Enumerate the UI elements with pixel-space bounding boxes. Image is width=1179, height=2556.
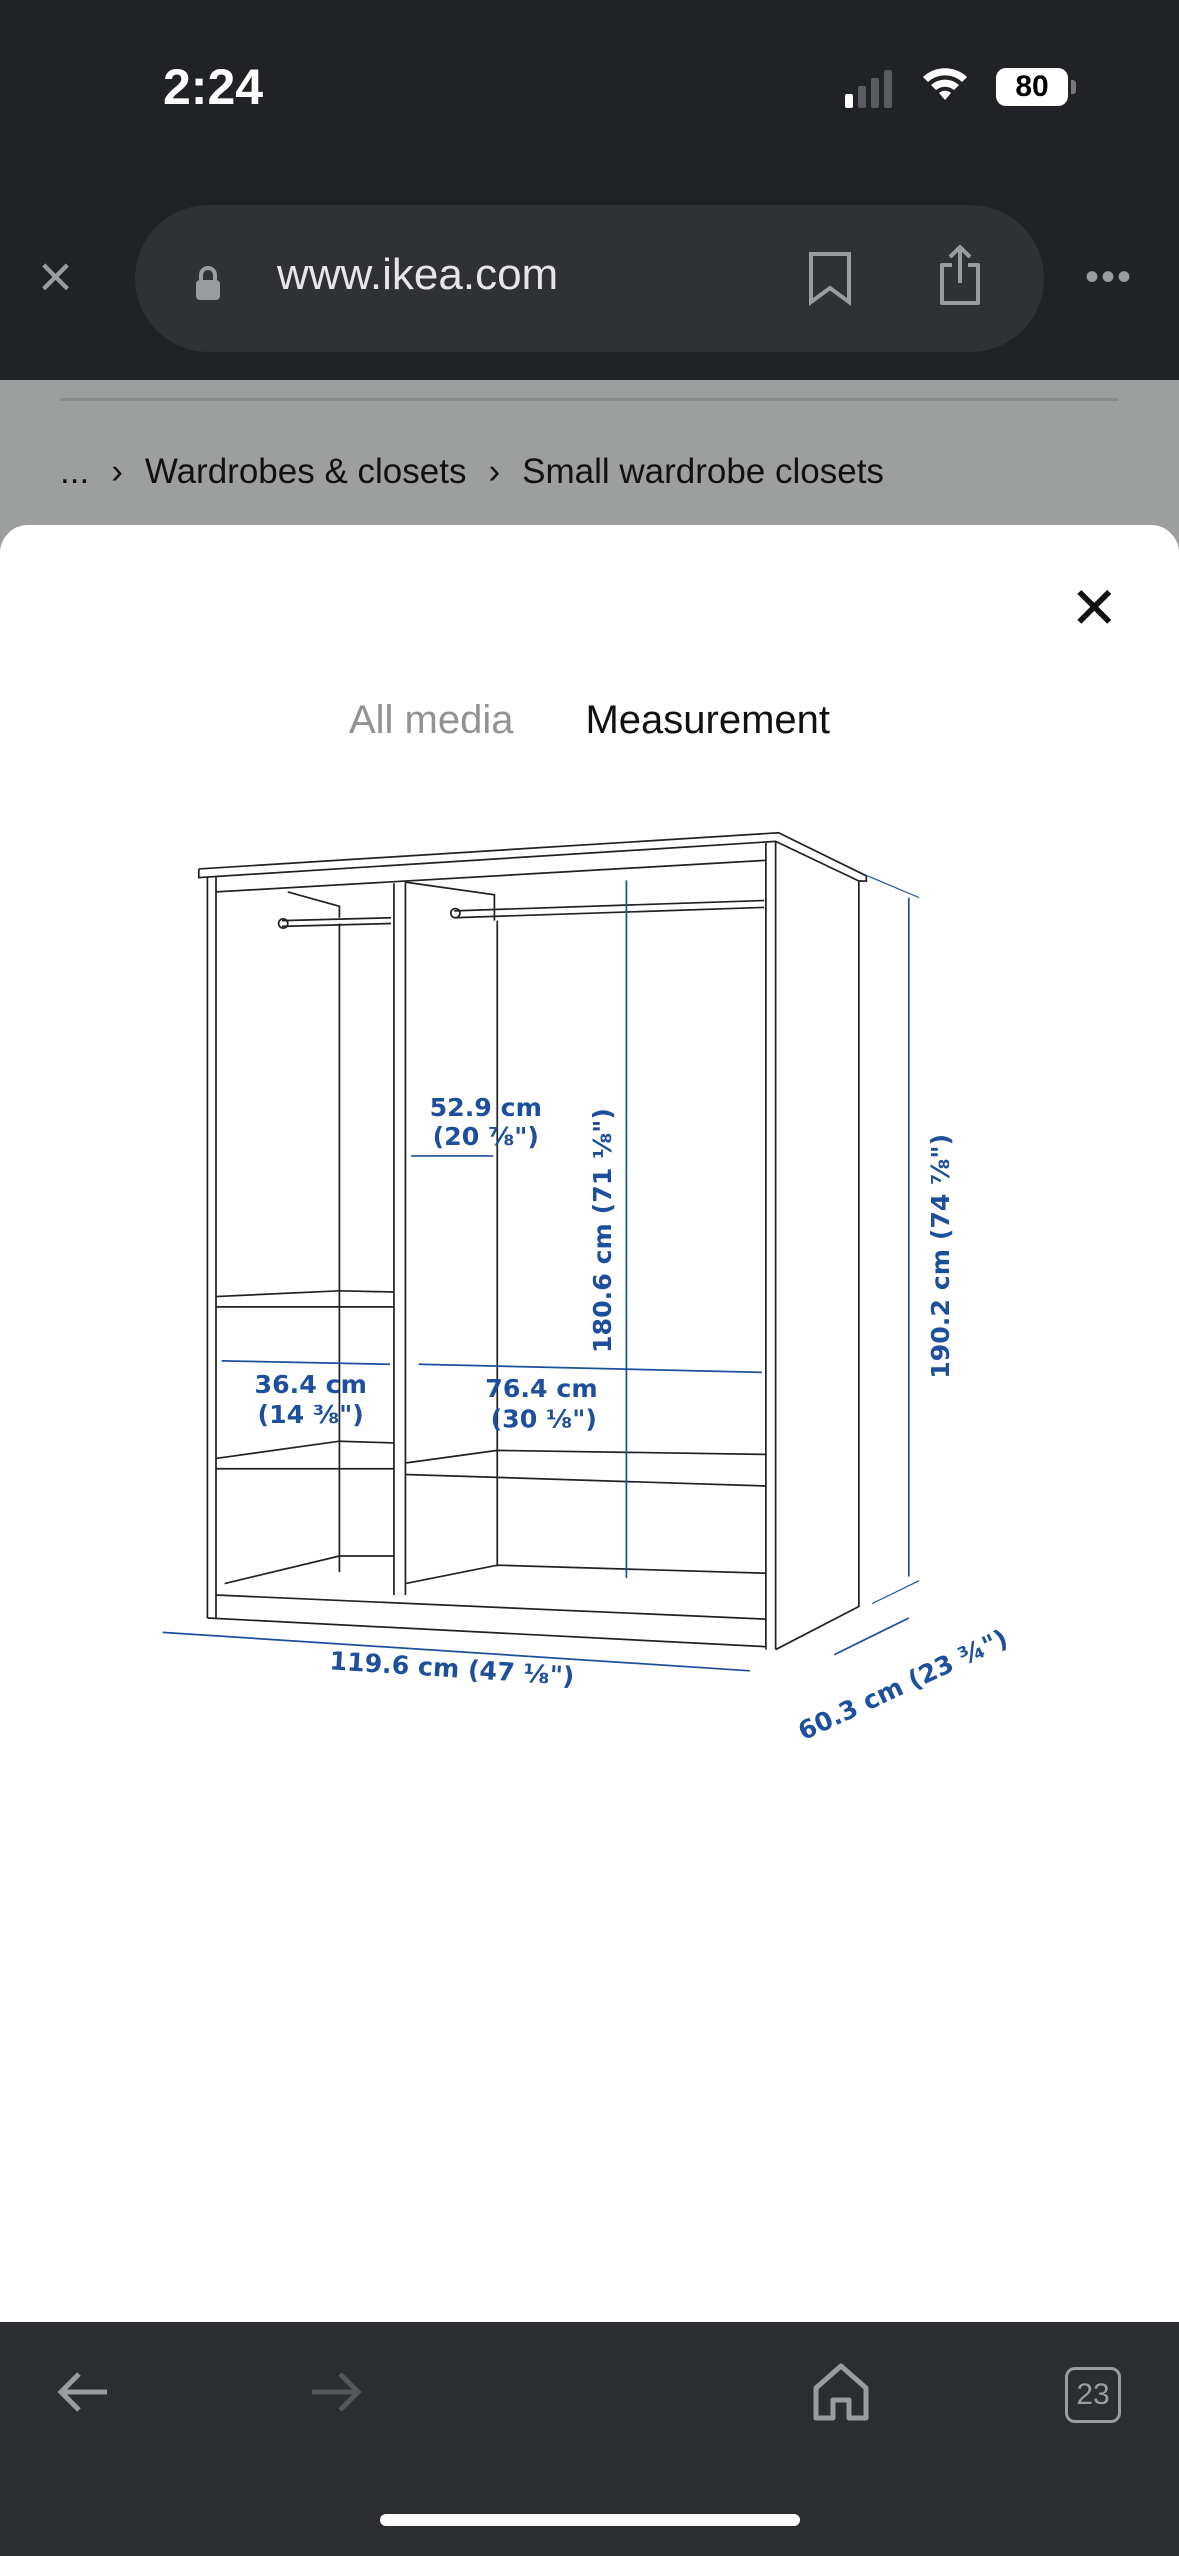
- hanging-width-in: (20 ⅞"): [433, 1122, 539, 1151]
- back-arrow-icon[interactable]: [55, 2367, 111, 2417]
- share-icon[interactable]: [935, 243, 985, 307]
- total-width-label: 119.6 cm (47 ⅛"): [329, 1646, 575, 1691]
- close-tab-icon[interactable]: ×: [38, 243, 74, 310]
- forward-arrow-icon[interactable]: [308, 2367, 364, 2417]
- chevron-right-icon: ›: [488, 452, 501, 491]
- divider: [60, 398, 1118, 401]
- media-modal: [0, 525, 1179, 2325]
- inner-height-label: 180.6 cm (71 ⅛"): [588, 1108, 617, 1353]
- tab-all-media[interactable]: All media: [348, 698, 514, 742]
- page-behind-modal: ... › Wardrobes & closets › Small wardro…: [0, 380, 1179, 550]
- wardrobe-drawing: [197, 831, 868, 1651]
- depth-label: 60.3 cm (23 ¾"): [794, 1624, 1012, 1746]
- dimension-lines: [162, 875, 920, 1672]
- battery-indicator: 80: [996, 68, 1068, 106]
- cellular-signal-icon: [845, 70, 892, 108]
- close-modal-button[interactable]: ✕: [1070, 576, 1119, 641]
- address-bar[interactable]: www.ikea.com: [135, 205, 1044, 352]
- home-indicator[interactable]: [380, 2514, 800, 2526]
- right-width-cm: 76.4 cm: [485, 1374, 597, 1403]
- hanging-width-cm: 52.9 cm: [430, 1093, 542, 1122]
- breadcrumb-ellipsis[interactable]: ...: [60, 452, 90, 491]
- wifi-icon: [923, 68, 967, 100]
- url-text[interactable]: www.ikea.com: [277, 250, 559, 299]
- right-width-in: (30 ⅛"): [491, 1404, 597, 1433]
- lock-icon: [196, 266, 220, 300]
- breadcrumb-small-wardrobes[interactable]: Small wardrobe closets: [522, 452, 884, 491]
- tab-switcher-button[interactable]: 23: [1065, 2367, 1121, 2423]
- left-width-in: (14 ⅜"): [258, 1400, 364, 1429]
- left-width-cm: 36.4 cm: [255, 1370, 367, 1399]
- more-options-icon[interactable]: •••: [1085, 255, 1134, 299]
- breadcrumb: ... › Wardrobes & closets › Small wardro…: [60, 452, 884, 492]
- media-tabs: All media Measurement: [0, 698, 1179, 743]
- home-icon[interactable]: [812, 2362, 870, 2422]
- battery-tip-icon: [1071, 80, 1076, 94]
- bookmark-icon[interactable]: [807, 250, 853, 306]
- status-time: 2:24: [163, 59, 264, 115]
- tab-measurement[interactable]: Measurement: [585, 698, 831, 742]
- wardrobe-measurement-diagram: 52.9 cm (20 ⅞") 180.6 cm (71 ⅛") 190.2 c…: [162, 831, 1012, 1746]
- chevron-right-icon: ›: [111, 452, 123, 491]
- browser-chrome: 2:24 80 × www.ikea.com •••: [0, 0, 1179, 380]
- total-height-label: 190.2 cm (74 ⅞"): [926, 1134, 955, 1379]
- breadcrumb-wardrobes[interactable]: Wardrobes & closets: [144, 452, 467, 491]
